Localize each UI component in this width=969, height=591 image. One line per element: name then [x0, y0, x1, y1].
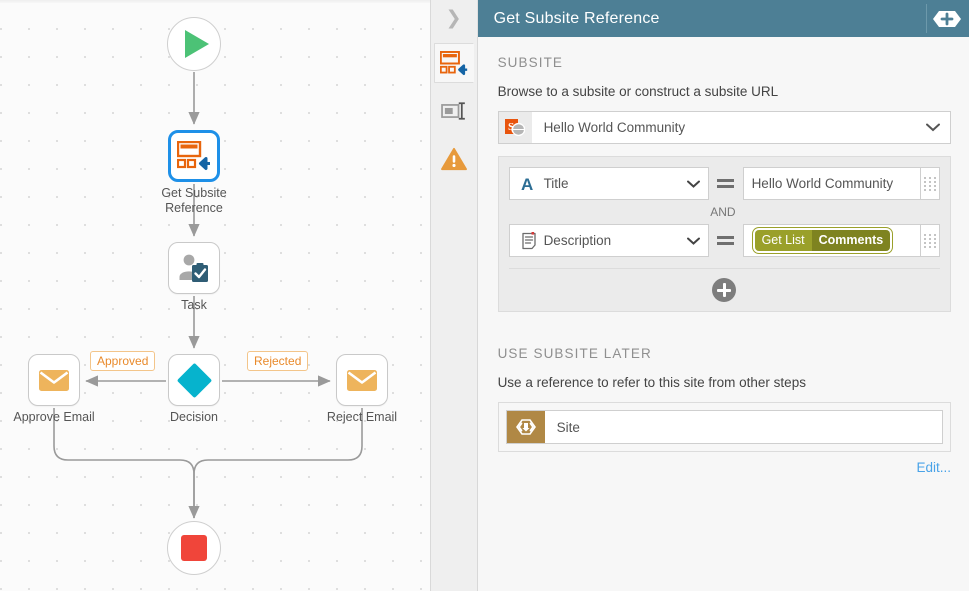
workflow-connectors — [53, 72, 363, 519]
equals-icon — [717, 236, 735, 245]
decision-node-shape[interactable] — [168, 354, 220, 406]
panel-icon-bar — [430, 37, 478, 591]
stop-icon — [181, 535, 207, 561]
iconbar-errors-tab[interactable] — [434, 139, 474, 179]
reject-email-node-shape[interactable] — [336, 354, 388, 406]
node-reject-email[interactable]: Reject Email — [327, 354, 397, 424]
branch-label-rejected[interactable]: Rejected — [247, 351, 309, 371]
token-source: Get List — [754, 230, 812, 251]
node-label-decision: Decision — [170, 410, 218, 424]
filter-row: A Title Hello World Commun — [508, 167, 940, 200]
get-subsite-reference-icon — [177, 141, 210, 170]
chevron-down-icon[interactable] — [686, 234, 700, 248]
iconbar-rename-tab[interactable] — [434, 91, 474, 131]
site-reference-label: Site — [556, 419, 580, 435]
task-user-checklist-icon — [179, 254, 208, 282]
page-title: Get Subsite Reference — [493, 9, 660, 27]
edit-reference-link[interactable]: Edit... — [916, 460, 951, 475]
filter-conjunction-label: AND — [710, 205, 736, 219]
site-reference-row[interactable]: Site — [505, 410, 943, 444]
node-get-subsite-reference[interactable]: Get Subsite Reference — [161, 130, 227, 215]
site-reference-icon — [506, 411, 545, 443]
equals-icon — [717, 179, 735, 188]
token-name: Comments — [811, 230, 891, 251]
branch-label-approved[interactable]: Approved — [90, 351, 156, 371]
add-hexagon-icon[interactable] — [931, 9, 963, 29]
label-text-icon — [440, 102, 465, 120]
filter-operator-button[interactable] — [708, 224, 743, 257]
drag-grip-icon[interactable] — [921, 167, 940, 200]
svg-text:A: A — [521, 175, 533, 192]
subsite-section-description: Browse to a subsite or construct a subsi… — [497, 84, 779, 99]
warning-triangle-icon — [440, 147, 467, 171]
node-label-get-subsite-reference: Get Subsite Reference — [161, 186, 227, 215]
node-approve-email[interactable]: Approve Email — [13, 354, 95, 424]
subsite-lookup-value: Hello World Community — [543, 120, 686, 135]
filter-field-label: Title — [543, 176, 569, 191]
subsite-filter-builder: A Title Hello World Commun — [497, 156, 951, 312]
filter-conjunction-row: AND — [509, 200, 940, 224]
node-label-approve-email: Approve Email — [13, 410, 95, 424]
canvas-top-shadow — [0, 0, 430, 3]
panel-content: SUBSITE Browse to a subsite or construct… — [477, 37, 969, 591]
task-node-shape[interactable] — [168, 242, 220, 294]
filter-value-text: Hello World Community — [751, 176, 894, 191]
panel-body: SUBSITE Browse to a subsite or construct… — [430, 37, 969, 591]
get-subsite-reference-icon — [439, 50, 467, 75]
get-subsite-reference-node-shape[interactable] — [168, 130, 220, 182]
end-node-shape[interactable] — [167, 521, 221, 575]
use-later-section-description: Use a reference to refer to this site fr… — [497, 375, 806, 390]
node-decision[interactable]: Decision — [168, 354, 220, 424]
header-divider — [926, 4, 927, 33]
play-icon — [185, 30, 209, 58]
filter-add-row — [508, 268, 940, 311]
filter-field-select[interactable]: Description — [508, 224, 709, 257]
sharepoint-site-icon: S — [498, 112, 532, 143]
node-label-task: Task — [181, 298, 207, 312]
node-task[interactable]: Task — [168, 242, 220, 312]
panel-title-bar: Get Subsite Reference — [477, 0, 969, 37]
node-end[interactable] — [167, 521, 221, 575]
filter-operator-button[interactable] — [708, 167, 743, 200]
properties-panel: ❯ Get Subsite Reference — [430, 0, 969, 591]
start-node-shape[interactable] — [167, 17, 221, 71]
svg-text:S: S — [508, 121, 514, 133]
approve-email-node-shape[interactable] — [28, 354, 80, 406]
drag-grip-icon[interactable] — [921, 224, 940, 257]
iconbar-properties-tab[interactable] — [433, 43, 474, 83]
envelope-icon — [347, 370, 377, 391]
chevron-right-icon: ❯ — [445, 7, 462, 29]
decision-diamond-icon — [176, 362, 212, 398]
subsite-section-title: SUBSITE — [497, 55, 564, 70]
envelope-icon — [39, 370, 69, 391]
filter-value-input[interactable]: Hello World Community — [742, 167, 921, 200]
filter-field-select[interactable]: A Title — [508, 167, 709, 200]
collapse-panel-button[interactable]: ❯ — [430, 0, 478, 37]
subsite-lookup-field[interactable]: S Hello World Community — [497, 111, 951, 144]
workflow-canvas[interactable]: Get Subsite Reference Task Decision — [0, 0, 431, 591]
chevron-down-icon[interactable] — [916, 112, 950, 143]
node-label-reject-email: Reject Email — [326, 410, 398, 424]
reference-container: Site — [497, 402, 951, 452]
filter-field-label: Description — [543, 233, 612, 248]
use-later-section-title: USE SUBSITE LATER — [497, 346, 652, 361]
node-start[interactable] — [167, 17, 221, 71]
multiline-text-field-icon — [518, 231, 540, 250]
panel-header: ❯ Get Subsite Reference — [430, 0, 969, 37]
text-field-icon: A — [518, 175, 540, 192]
chevron-down-icon[interactable] — [686, 177, 700, 191]
add-circle-icon[interactable] — [712, 278, 737, 302]
